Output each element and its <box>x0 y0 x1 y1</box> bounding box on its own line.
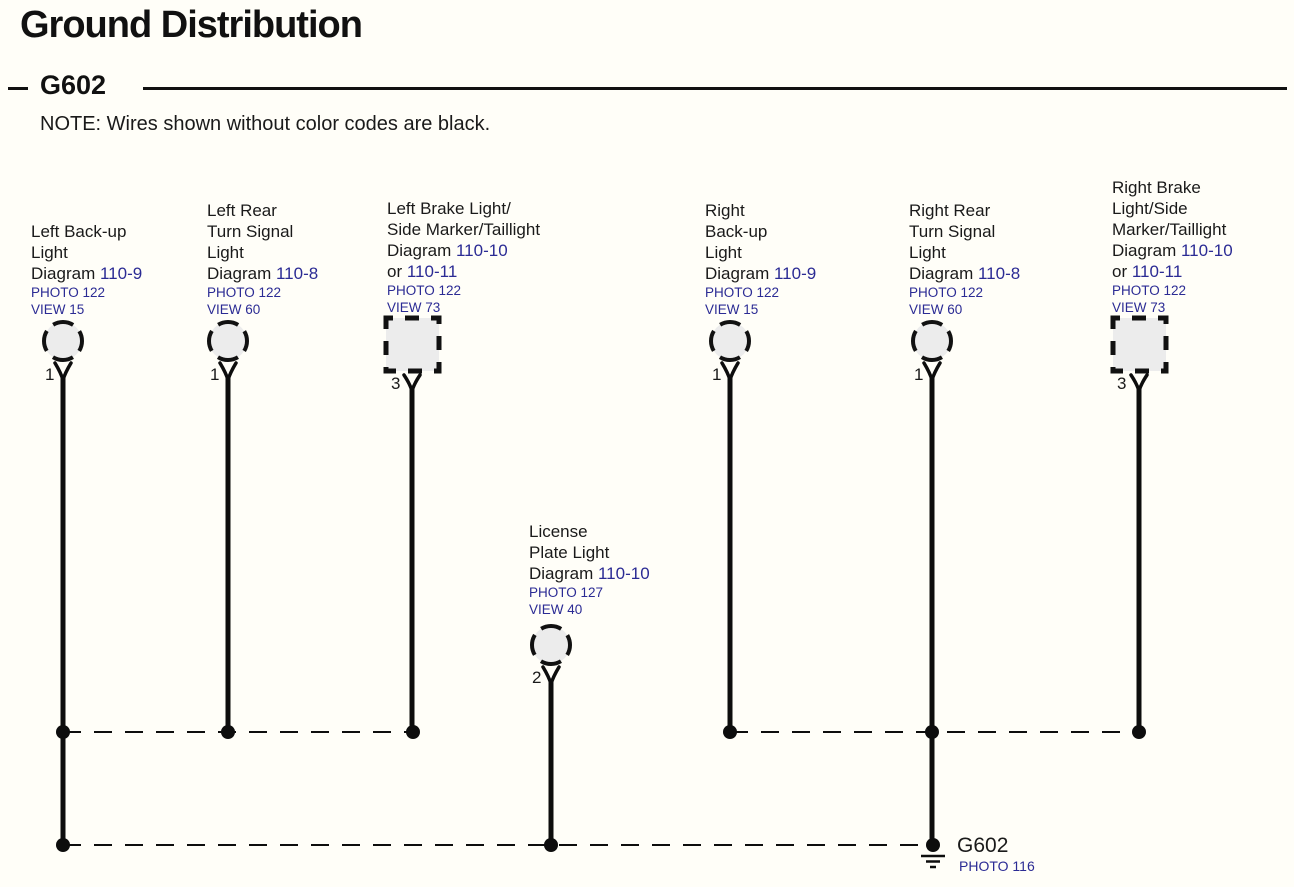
diagram-ref-link[interactable]: 110-10 <box>597 564 650 583</box>
view-ref-link[interactable]: VIEW 73 <box>1112 300 1166 315</box>
diagram-ref-line: Diagram 110-8 <box>909 264 1021 283</box>
pin-number: 2 <box>532 668 542 687</box>
junction-dot <box>56 725 70 739</box>
ground-symbol-icon <box>921 854 945 869</box>
component-name-line: Left Brake Light/ <box>387 199 511 218</box>
connector-square-icon <box>1110 315 1169 374</box>
photo-ref-link[interactable]: PHOTO 127 <box>529 585 604 600</box>
component-name-line: Light/Side <box>1112 199 1188 218</box>
wire-fork-icon <box>218 361 238 382</box>
component-name-line: Side Marker/Taillight <box>387 220 541 239</box>
pin-number: 1 <box>712 365 722 384</box>
diagram-ref-link[interactable]: 110-8 <box>275 264 319 283</box>
component-label-license-plate-light: License Plate Light Diagram 110-10 PHOTO… <box>529 521 650 618</box>
diagram-or-ref-line: or 110-11 <box>387 262 458 281</box>
diagram-ref-link[interactable]: 110-10 <box>455 241 508 260</box>
pin-number: 3 <box>391 374 401 393</box>
component-label-left-rear-turn-signal-light: Left Rear Turn Signal Light Diagram 110-… <box>207 200 318 318</box>
diagram-or-ref-line: or 110-11 <box>1112 262 1183 281</box>
wire-fork-icon <box>720 361 740 382</box>
section-rule <box>143 87 1287 90</box>
component-name-line: Light <box>31 243 68 262</box>
connector-square-icon <box>383 315 442 374</box>
component-name-line: Right Brake <box>1112 178 1201 197</box>
pin-number: 1 <box>210 365 220 384</box>
component-name-line: Back-up <box>705 222 768 241</box>
component-name-line: Right <box>705 201 745 220</box>
view-ref-link[interactable]: VIEW 15 <box>705 302 759 317</box>
component-name-line: Light <box>909 243 946 262</box>
diagram-ref-line: Diagram 110-8 <box>207 264 319 283</box>
pin-number: 1 <box>45 365 55 384</box>
ground-id-label: G602 <box>957 834 1009 857</box>
view-ref-link[interactable]: VIEW 40 <box>529 602 583 617</box>
photo-ref-link[interactable]: PHOTO 122 <box>909 285 984 300</box>
component-name-line: Right Rear <box>909 201 991 220</box>
photo-ref-link[interactable]: PHOTO 122 <box>207 285 282 300</box>
component-label-left-backup-light: Left Back-up Light Diagram 110-9 PHOTO 1… <box>31 221 142 318</box>
connector-circle-icon <box>530 624 572 666</box>
component-name-line: License <box>529 522 588 541</box>
page-title: Ground Distribution <box>20 4 363 46</box>
junction-dot <box>221 725 235 739</box>
diagram-ref-link[interactable]: 110-10 <box>1180 241 1233 260</box>
view-ref-link[interactable]: VIEW 60 <box>207 302 261 317</box>
component-label-left-brake-side-marker-taillight: Left Brake Light/ Side Marker/Taillight … <box>387 198 540 316</box>
view-ref-link[interactable]: VIEW 60 <box>909 302 963 317</box>
wire-fork-icon <box>922 361 942 382</box>
junction-dot <box>406 725 420 739</box>
component-name-line: Marker/Taillight <box>1112 220 1227 239</box>
junction-dot <box>56 838 70 852</box>
view-ref-link[interactable]: VIEW 15 <box>31 302 85 317</box>
view-ref-link[interactable]: VIEW 73 <box>387 300 441 315</box>
diagram-ref-link[interactable]: 110-9 <box>773 264 817 283</box>
color-code-note: NOTE: Wires shown without color codes ar… <box>40 113 491 135</box>
connector-circle-icon <box>911 320 953 362</box>
component-name-line: Turn Signal <box>207 222 294 241</box>
junction-dot <box>925 725 939 739</box>
wire-fork-icon <box>402 373 422 393</box>
wire-fork-icon <box>541 665 561 686</box>
diagram-ref-line: Diagram 110-9 <box>31 264 143 283</box>
diagram-ref-link[interactable]: 110-8 <box>977 264 1021 283</box>
diagram-ref-line: Diagram 110-10 <box>387 241 508 260</box>
photo-ref-link[interactable]: PHOTO 122 <box>1112 283 1187 298</box>
section-left-dash <box>8 87 28 90</box>
component-name-line: Left Rear <box>207 201 277 220</box>
photo-ref-link[interactable]: PHOTO 122 <box>31 285 106 300</box>
junction-dot <box>544 838 558 852</box>
photo-ref-link[interactable]: PHOTO 122 <box>387 283 462 298</box>
component-label-right-backup-light: Right Back-up Light Diagram 110-9 PHOTO … <box>705 200 816 318</box>
photo-ref-link[interactable]: PHOTO 122 <box>705 285 780 300</box>
component-name-line: Plate Light <box>529 543 610 562</box>
diagram-ref-line: Diagram 110-9 <box>705 264 817 283</box>
junction-dot <box>723 725 737 739</box>
section-heading: G602 <box>40 70 107 100</box>
component-label-right-brake-side-marker-taillight: Right Brake Light/Side Marker/Taillight … <box>1112 177 1233 316</box>
connector-circle-icon <box>709 320 751 362</box>
component-name-line: Light <box>207 243 244 262</box>
ground-junction-dot <box>926 838 940 852</box>
ground-photo-ref-link[interactable]: PHOTO 116 <box>959 858 1035 874</box>
pin-number: 1 <box>914 365 924 384</box>
connector-circle-icon <box>42 320 84 362</box>
diagram-ref-line: Diagram 110-10 <box>529 564 650 583</box>
junction-dot <box>1132 725 1146 739</box>
diagram-ref-link[interactable]: 110-11 <box>1131 262 1183 281</box>
diagram-ref-link[interactable]: 110-11 <box>406 262 458 281</box>
component-name-line: Light <box>705 243 742 262</box>
diagram-ref-link[interactable]: 110-9 <box>99 264 143 283</box>
component-label-right-rear-turn-signal-light: Right Rear Turn Signal Light Diagram 110… <box>909 200 1020 318</box>
connector-circle-icon <box>207 320 249 362</box>
diagram-ref-line: Diagram 110-10 <box>1112 241 1233 260</box>
component-name-line: Left Back-up <box>31 222 127 241</box>
component-name-line: Turn Signal <box>909 222 996 241</box>
wire-fork-icon <box>1129 373 1149 393</box>
pin-number: 3 <box>1117 374 1127 393</box>
wire-fork-icon <box>53 361 73 382</box>
